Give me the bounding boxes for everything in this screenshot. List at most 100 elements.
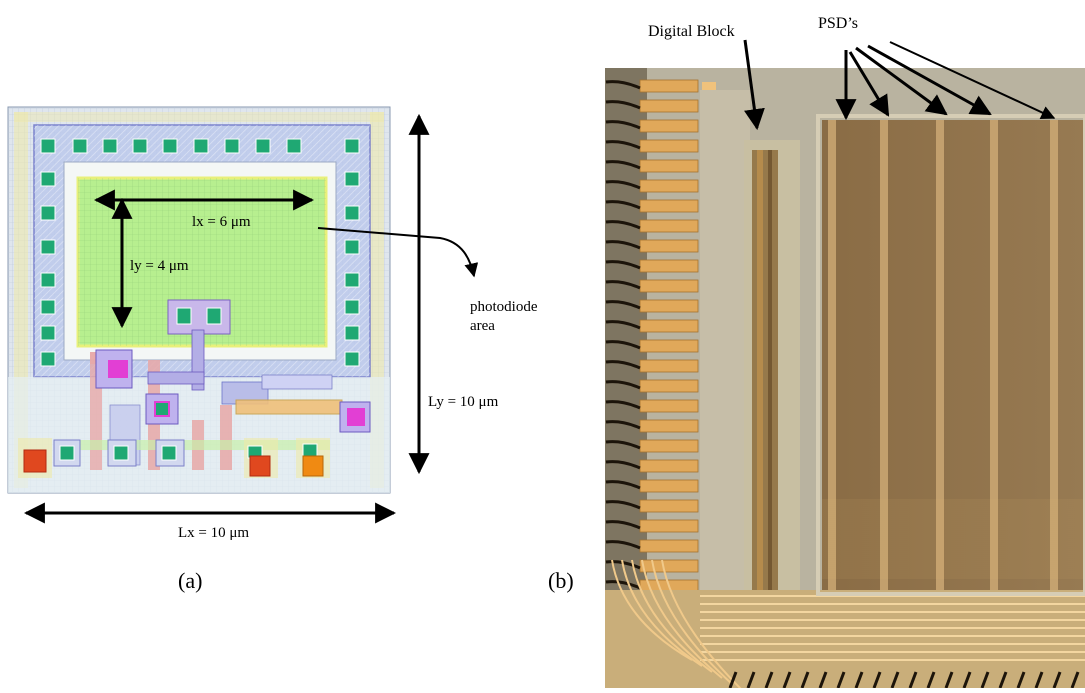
bond-wire — [605, 100, 641, 110]
bond-pad — [639, 259, 699, 273]
bottom-bond-wire — [836, 671, 846, 689]
bond-wire — [605, 420, 641, 430]
bond-pad — [639, 519, 699, 533]
bottom-bond-wire — [782, 671, 792, 689]
bond-wire — [605, 200, 641, 210]
bottom-bond-wire — [1052, 671, 1062, 689]
bond-wire — [605, 240, 641, 250]
bond-pad — [639, 219, 699, 233]
bottom-bond-wire — [1016, 671, 1026, 689]
bond-wire — [605, 160, 641, 170]
bond-pad — [639, 499, 699, 513]
bottom-bond-wire — [962, 671, 972, 689]
photodiode-label-line1: photodiode — [470, 299, 538, 315]
bottom-bond-wire — [872, 671, 882, 689]
bond-wire — [605, 360, 641, 370]
bottom-bond-wire — [854, 671, 864, 689]
Lx-label: Lx = 10 μm — [178, 525, 249, 541]
bond-pad — [639, 79, 699, 93]
Ly-label: Ly = 10 μm — [428, 394, 499, 410]
bottom-bond-wire — [1070, 671, 1080, 689]
bond-wire — [605, 120, 641, 130]
routing-curve — [661, 559, 743, 691]
bottom-bond-wire — [818, 671, 828, 689]
bond-pad — [639, 419, 699, 433]
bond-pad — [639, 439, 699, 453]
digital-block-arrow — [743, 39, 765, 131]
bond-wire — [605, 300, 641, 310]
bond-wire — [605, 520, 641, 530]
bond-pad — [639, 159, 699, 173]
bond-pad — [639, 399, 699, 413]
psd-arrow-5 — [889, 41, 1056, 120]
bond-wire — [605, 540, 641, 550]
bond-wire — [605, 440, 641, 450]
bottom-bond-wire — [1034, 671, 1044, 689]
photodiode-leader-line — [317, 227, 479, 278]
bond-wire — [605, 260, 641, 270]
bond-pad — [639, 319, 699, 333]
bond-pad — [639, 359, 699, 373]
psd-stripe — [990, 120, 998, 590]
bond-wire — [605, 500, 641, 510]
bottom-bond-wire — [800, 671, 810, 689]
bond-pad — [639, 99, 699, 113]
psd-stripe — [936, 120, 944, 590]
panel-a-caption: (a) — [178, 568, 202, 593]
routing-curve — [651, 559, 733, 685]
psd-arrow-3 — [855, 46, 948, 116]
bond-pad — [639, 279, 699, 293]
pad-trace — [702, 82, 716, 90]
routing-curve — [631, 559, 713, 673]
bond-wire — [605, 340, 641, 350]
bottom-bond-wire — [980, 671, 990, 689]
bond-pad — [639, 339, 699, 353]
bond-pad — [639, 199, 699, 213]
bond-wire — [605, 320, 641, 330]
bottom-bond-wire — [764, 671, 774, 689]
ly-label: ly = 4 μm — [130, 258, 189, 274]
bond-wire — [605, 580, 641, 590]
bond-pad — [639, 539, 699, 553]
bond-wire — [605, 280, 641, 290]
bond-wire — [605, 400, 641, 410]
bond-pad — [639, 559, 699, 573]
bottom-bond-wire — [728, 671, 738, 689]
bottom-bond-wire — [890, 671, 900, 689]
bond-pad — [639, 139, 699, 153]
bottom-bond-wire — [944, 671, 954, 689]
bond-pad — [639, 179, 699, 193]
bottom-bond-wire — [746, 671, 756, 689]
bond-wire — [605, 480, 641, 490]
bond-pad — [639, 459, 699, 473]
psds-label: PSD’s — [818, 15, 858, 32]
panel-b-caption: (b) — [548, 568, 574, 593]
bond-pad — [639, 239, 699, 253]
psd-arrow-4 — [867, 44, 992, 116]
bottom-bond-wire — [908, 671, 918, 689]
bond-pad — [639, 119, 699, 133]
chip-micrograph — [605, 68, 1085, 691]
psd-stripe — [1050, 120, 1058, 590]
bond-wire — [605, 460, 641, 470]
bond-pad — [639, 299, 699, 313]
bottom-bond-wire — [998, 671, 1008, 689]
bond-pad — [639, 379, 699, 393]
digital-block-label: Digital Block — [648, 23, 735, 40]
bond-pad — [639, 479, 699, 493]
pixel-layout — [7, 106, 391, 494]
photodiode-label-line2: area — [470, 318, 495, 334]
bond-wire — [605, 220, 641, 230]
dimension-arrows — [23, 113, 479, 524]
psd-stripe — [828, 120, 836, 590]
routing-curve — [611, 559, 693, 661]
routing-curve — [621, 559, 703, 667]
bond-wire — [605, 140, 641, 150]
bottom-bond-wire — [926, 671, 936, 689]
psd-stripe — [880, 120, 888, 590]
routing-curve — [641, 559, 723, 679]
bond-wire — [605, 80, 641, 90]
psd-arrows — [743, 39, 1056, 131]
